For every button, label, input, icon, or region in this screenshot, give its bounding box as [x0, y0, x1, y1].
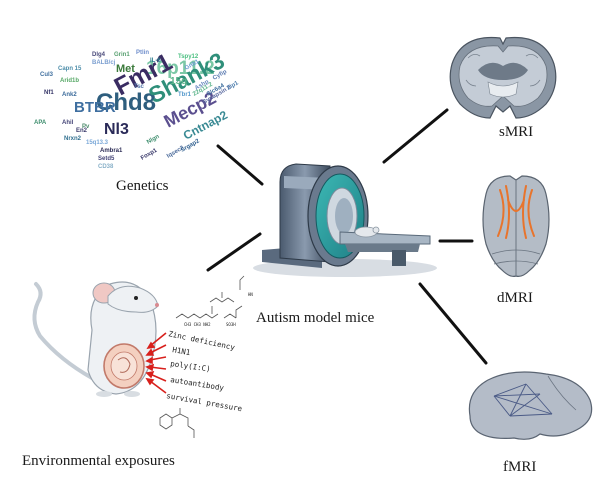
chemical-labels: CH3 CH3 NH2 SO3H HN — [184, 292, 253, 327]
word-cloud-term: Pv — [82, 124, 90, 130]
svg-text:HN: HN — [248, 292, 253, 297]
word-cloud-term: Cul3 — [40, 72, 54, 78]
connector-lines — [206, 108, 488, 365]
word-cloud-term: Nlgn — [146, 134, 161, 146]
word-cloud-term: Chd8 — [96, 89, 156, 116]
word-cloud-term: Zip1 — [226, 80, 240, 92]
word-cloud-term: Dlg4 — [92, 52, 106, 58]
fmri-brain-icon — [468, 371, 593, 440]
word-cloud-term: Ambra1 — [100, 148, 123, 154]
word-cloud-term: Tsc — [134, 84, 145, 90]
pregnant-mouse-icon — [32, 281, 159, 397]
exposure-arrows — [145, 332, 167, 394]
exposure-label: H1N1 — [172, 345, 191, 357]
environment-label: Environmental exposures — [22, 453, 175, 469]
genetics-label: Genetics — [116, 178, 169, 194]
word-cloud-term: BTBR — [74, 99, 116, 116]
word-cloud-term: Ptlin — [136, 50, 149, 56]
exposure-label: poly(I:C) — [170, 359, 211, 374]
word-cloud-term: Tspy12 — [178, 54, 199, 60]
word-cloud-term: CD38 — [98, 164, 114, 170]
word-cloud-term: 15q13.3 — [86, 140, 109, 146]
line-environment — [206, 232, 262, 272]
exposure-labels: Zinc deficiency H1N1 poly(I:C) autoantib… — [166, 329, 244, 413]
fmri-label: fMRI — [503, 459, 536, 475]
word-cloud-term: APA — [34, 120, 47, 126]
line-fmri — [418, 282, 488, 365]
center-label: Autism model mice — [256, 310, 375, 326]
word-cloud-term: Setd5 — [98, 156, 115, 162]
dmri-label: dMRI — [497, 290, 533, 306]
smri-label: sMRI — [499, 124, 533, 140]
word-cloud-term: Tbr1 — [178, 92, 192, 98]
word-cloud-term: 16p11.2 — [146, 58, 215, 79]
line-genetics — [216, 144, 264, 186]
word-cloud-term: BALB/cj — [92, 60, 116, 66]
word-cloud-term: Ahil — [62, 120, 74, 126]
chemical-structure-icon — [159, 275, 245, 438]
exposure-label: survival pressure — [166, 391, 244, 413]
word-cloud-term: Met — [116, 63, 135, 75]
word-cloud-term: Nf1 — [44, 90, 54, 96]
word-cloud-term: Grin1 — [114, 52, 130, 58]
word-cloud-term: Nl3 — [104, 121, 129, 138]
word-cloud-term: Foxp1 — [140, 147, 159, 161]
exposure-label: autoantibody — [170, 375, 225, 392]
word-cloud-term: Arid1b — [60, 78, 79, 84]
smri-brain-icon — [449, 36, 557, 119]
line-smri — [382, 108, 449, 164]
svg-text:SO3H: SO3H — [226, 322, 236, 327]
word-cloud-term: 15q — [170, 76, 187, 87]
dmri-brain-icon — [482, 175, 550, 277]
word-cloud-term: En2 — [76, 128, 88, 134]
word-cloud-term: IL-6 — [150, 58, 161, 64]
word-cloud-term: Nrxn2 — [64, 136, 82, 142]
word-cloud-term: Ank2 — [62, 92, 77, 98]
word-cloud-term: Capn 15 — [58, 66, 82, 72]
svg-text:CH3 CH3 NH2: CH3 CH3 NH2 — [184, 322, 211, 327]
mri-scanner-icon — [253, 163, 437, 277]
